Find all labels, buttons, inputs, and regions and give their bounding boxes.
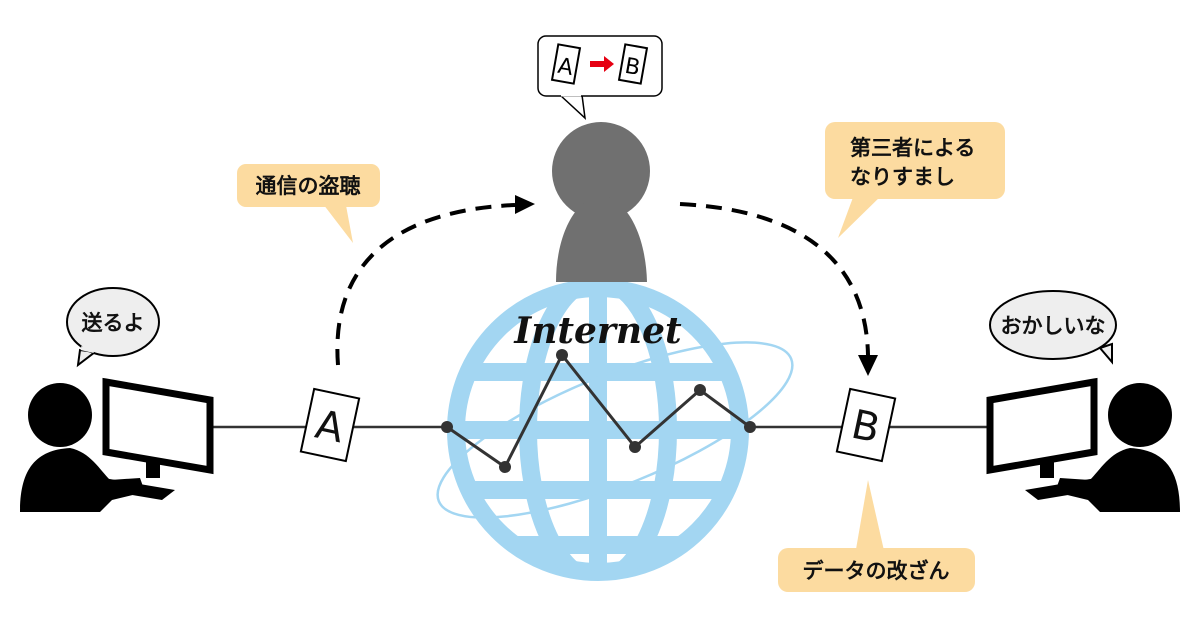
spoofing-arrow [679,202,878,376]
receiver-computer-icon [986,377,1110,500]
attacker-doc-b: B [623,54,642,81]
route-node [744,421,756,433]
globe-icon [436,279,794,581]
tag-tampering-text: データの改ざん [803,559,950,583]
sender-speech-bubble: 送るよ [66,287,160,368]
attacker-doc-a: A [556,54,575,81]
route-node [556,349,568,361]
route-node [499,461,511,473]
route-node [694,384,706,396]
tag-tampering: データの改ざん [778,480,975,592]
tag-spoofing-line1: 第三者による [850,136,975,160]
tag-spoofing: 第三者による なりすまし [825,122,1005,238]
receiver-person-icon [1055,383,1180,512]
receiver-speech-bubble: おかしいな [989,290,1117,365]
document-b: B [835,387,897,463]
attacker-speech-bubble: A B [537,35,663,120]
tag-spoofing-line2: なりすまし [850,165,955,189]
sender-computer-icon [90,377,214,500]
receiver-bubble-text: おかしいな [1001,314,1106,338]
tag-eavesdropping-text: 通信の盗聴 [256,174,361,198]
sender-person-icon [20,383,145,512]
network-route [441,349,756,473]
eavesdrop-arrow [335,195,535,366]
sender-bubble-text: 送るよ [82,311,145,335]
tag-eavesdropping: 通信の盗聴 [237,164,380,243]
attacker-icon [552,122,650,282]
red-arrow-icon [590,56,614,72]
document-a: A [299,387,361,463]
internet-label: Internet [513,310,682,352]
route-node [441,421,453,433]
route-node [629,441,641,453]
